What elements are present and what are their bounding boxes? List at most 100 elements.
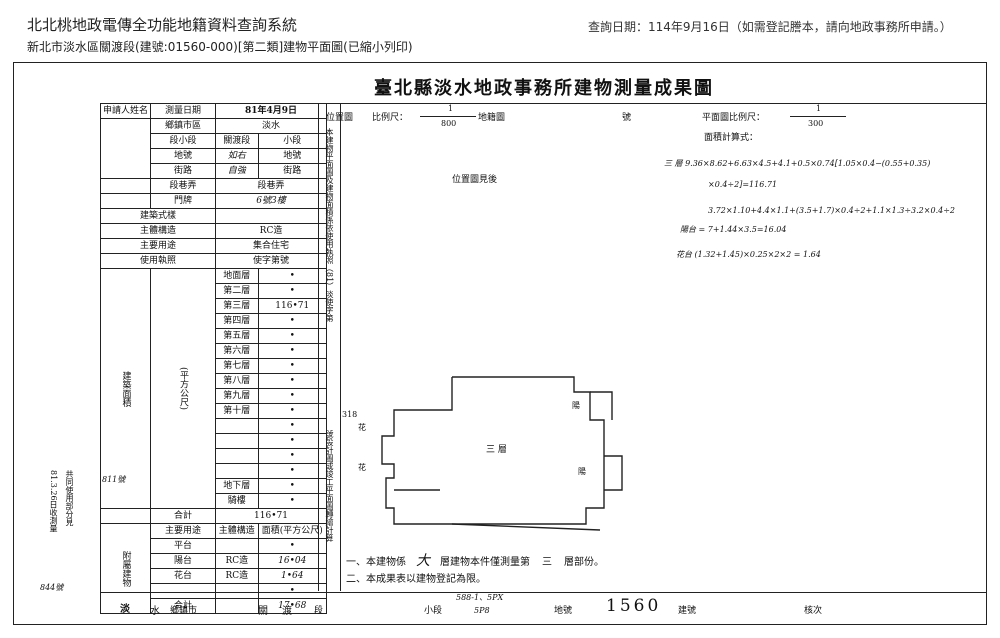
door-label: 門牌 (150, 193, 217, 209)
top-rule (100, 103, 987, 104)
att-total-label: 合計 (150, 598, 217, 614)
lot-label: 地號 (150, 148, 217, 164)
att-row-use: 花台 (150, 568, 217, 584)
floor-area: • (257, 283, 328, 299)
divider-line-2 (340, 103, 341, 591)
floor-area: • (257, 388, 328, 404)
floor-row: 建築面積(平方公尺)地面層• (99, 268, 328, 509)
use-label: 主要用途 (99, 238, 217, 254)
floor-row: 第八層• (101, 373, 328, 389)
formula-line-2: ×0.4÷2]=116.71 (708, 180, 778, 189)
footer-district: 淡 (120, 604, 130, 615)
floor-area: • (257, 403, 328, 419)
document-frame (13, 62, 987, 625)
footer-district-2: 水 (150, 606, 160, 617)
att-row-use: 平台 (150, 538, 217, 554)
section-value: 關渡段 (215, 133, 259, 149)
door-value: 6號3樓 (215, 193, 328, 209)
footer-check-label: 核次 (804, 606, 823, 616)
note1-end: 層部份。 (564, 557, 604, 568)
system-title-text: 北北桃地政電傳全功能地籍資料查詢系統 (27, 16, 298, 34)
att-row-use (150, 583, 217, 599)
plan-scale-den: 300 (808, 119, 824, 128)
floor-label: 地下層 (215, 478, 259, 494)
note1-hand: 大 (416, 553, 430, 569)
floor-area: • (257, 493, 328, 509)
floor-label: 第九層 (215, 388, 259, 404)
formula-line-5: 花台 (1.32+1.45)×0.25×2×2 = 1.64 (676, 250, 821, 259)
att-row-struct: RC造 (215, 568, 259, 584)
total-value: 116•71 (215, 508, 328, 524)
floor-area: • (257, 358, 328, 374)
floor-label: 地面層 (215, 268, 259, 284)
land-label (99, 118, 152, 179)
att-row-area: • (257, 583, 328, 599)
att-row-area: 1•64 (257, 568, 328, 584)
district-label: 鄉鎮市區 (150, 118, 217, 134)
floor-area: • (257, 463, 328, 479)
floor-label: 三 層 (486, 445, 507, 455)
footer-section: 關渡 (258, 606, 306, 617)
lane-value: 段巷弄 (215, 178, 328, 194)
section-label: 段小段 (150, 133, 217, 149)
no-label: 號 (622, 113, 632, 123)
floor-label: 第三層 (215, 298, 259, 314)
vertical-note-2: 號設計圖或竣工平面圖轉繪計算 (325, 430, 334, 542)
plan-scale-value: 1 (816, 104, 822, 113)
floor-row: 第二層• (101, 283, 328, 299)
footer-building-label: 建號 (678, 606, 697, 616)
att-header-use: 主要用途 (150, 523, 217, 539)
floor-label: 第四層 (215, 313, 259, 329)
floor-area: 116•71 (257, 298, 328, 314)
floor-label: 第八層 (215, 373, 259, 389)
footer-lot-value-2: 5P8 (474, 606, 490, 615)
floor-row: 地下層• (101, 478, 328, 494)
plan-scale-line (790, 116, 846, 117)
lane-label: 段巷弄 (150, 178, 217, 194)
floor-row: 第六層• (101, 343, 328, 359)
query-date: 查詢日期：114年9月16日（如需登記謄本，請向地政事務所申請。） (588, 20, 952, 34)
att-header-area: 面積(平方公尺) (257, 523, 328, 539)
footer-district-suffix: 鄉鎮市 (170, 606, 198, 616)
survey-date-label: 測量日期 (150, 103, 217, 119)
scale-value: 1 (448, 104, 454, 113)
plan-scale-label: 平面圖比例尺： (702, 113, 766, 123)
plan-mark-flower-2: 花 (358, 463, 366, 472)
note1-text: 一、本建物係 (346, 557, 406, 568)
floor-row: 第五層• (101, 328, 328, 344)
lot-suffix: 地號 (257, 148, 328, 164)
plan-mark-flower-1: 花 (358, 423, 366, 432)
note1-floor: 三 (542, 557, 552, 568)
floor-row: • (101, 418, 328, 434)
total-label: 合計 (150, 508, 217, 524)
type-label: 建築式樣 (99, 208, 217, 224)
right-margin-note: 共同使用部分見 (65, 470, 74, 526)
floor-area: • (257, 478, 328, 494)
total-side (99, 508, 152, 524)
doc-subtitle: 新北市淡水區關渡段(建號:01560-000)[第二類]建物平面圖(已縮小列印) (27, 40, 413, 54)
plan-mark-balcony-1: 陽 (572, 401, 580, 410)
scale-den: 800 (441, 119, 457, 128)
door-side-2 (99, 193, 152, 209)
plan-mark-318: 318 (342, 410, 358, 419)
floor-area: • (257, 433, 328, 449)
att-header-struct: 主體構造 (215, 523, 259, 539)
att-row-struct (215, 583, 259, 599)
attached-label: 附屬建物 (99, 523, 152, 614)
floor-area: • (257, 313, 328, 329)
location-label: 位置圖 (326, 113, 354, 123)
floor-area: • (257, 418, 328, 434)
floor-label: 第七層 (215, 358, 259, 374)
note-2: 二、本成果表以建物登記為限。 (346, 574, 486, 585)
footer-rule (100, 592, 987, 593)
att-row-struct (215, 538, 259, 554)
side-no-2: 844號 (40, 583, 64, 592)
floor-area: • (257, 448, 328, 464)
floor-row: 第九層• (101, 388, 328, 404)
footer-lot-value: 588-1、5PX (456, 593, 504, 602)
land-section-label: 地籍圖 (478, 113, 506, 123)
floor-label (215, 463, 259, 479)
license-label: 使用執照 (99, 253, 217, 269)
formula-line-4: 陽台 = 7+1.44×3.5=16.04 (680, 225, 787, 234)
